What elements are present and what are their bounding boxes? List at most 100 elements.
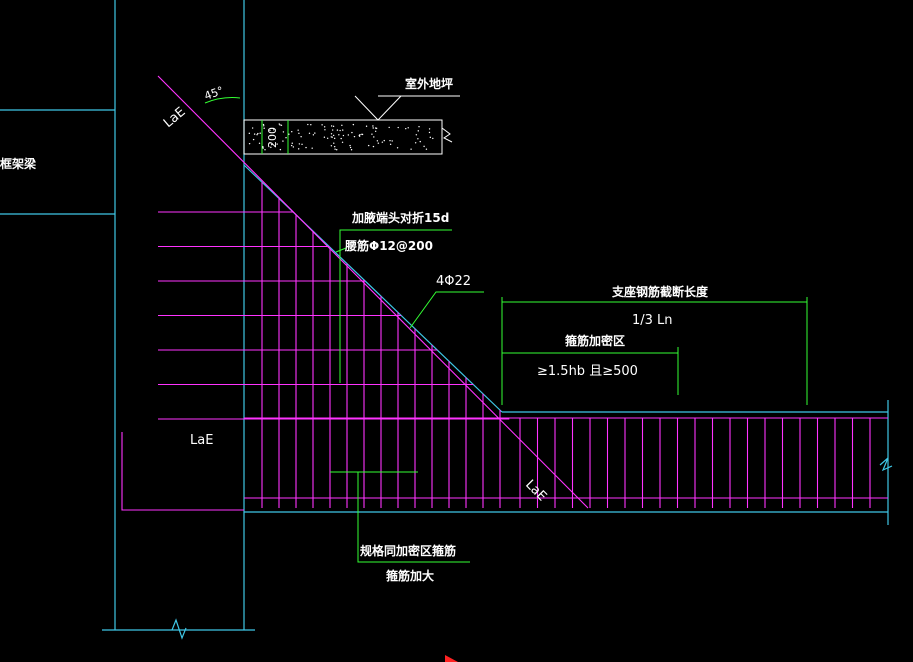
slab-aggregate-dot — [340, 137, 342, 140]
slab-aggregate-dot — [365, 125, 368, 127]
slab-aggregate-dot — [256, 134, 258, 136]
slab-aggregate-dot — [331, 129, 334, 131]
slab-aggregate-dot — [263, 125, 265, 127]
slab-aggregate-dot — [330, 145, 333, 147]
slab-aggregate-dot — [264, 149, 266, 151]
slab-aggregate-dot — [336, 149, 338, 151]
slab-aggregate-dot — [396, 147, 399, 149]
slab-aggregate-dot — [292, 146, 295, 148]
slab-aggregate-dot — [352, 123, 355, 126]
slab-aggregate-dot — [381, 141, 384, 143]
slab-aggregate-dot — [371, 133, 373, 135]
slab-aggregate-dot — [428, 128, 431, 130]
slab-aggregate-dot — [415, 134, 418, 136]
slab-aggregate-dot — [262, 147, 264, 149]
slab-aggregate-dot — [259, 132, 261, 134]
slab-aggregate-dot — [347, 134, 350, 136]
slab-aggregate-dot — [257, 132, 259, 135]
slab-aggregate-dot — [279, 148, 282, 151]
slab-aggregate-dot — [262, 123, 265, 126]
slab-aggregate-dot — [425, 148, 428, 150]
slab-aggregate-dot — [388, 126, 390, 129]
slab-aggregate-dot — [419, 140, 421, 143]
stirrup-dense-value: ≥1.5hb 且≥500 — [537, 364, 638, 379]
slab-aggregate-dot — [339, 129, 341, 132]
slab-aggregate-dot — [297, 148, 300, 150]
slab-aggregate-dot — [332, 134, 335, 137]
slab-aggregate-dot — [341, 124, 343, 127]
slab-aggregate-dot — [432, 137, 434, 140]
rebar-group — [121, 75, 888, 511]
slab-aggregate-dot — [263, 127, 265, 129]
slab-aggregate-dot — [383, 139, 385, 142]
slab-aggregate-dot — [269, 129, 271, 132]
ground-level-label: 室外地坪 — [405, 76, 453, 91]
slab-aggregate-dot — [389, 139, 391, 142]
slab-aggregate-dot — [372, 125, 374, 127]
slab-aggregate-dot — [297, 129, 299, 131]
slab-aggregate-dot — [323, 136, 326, 138]
lae-left-label: LaE — [190, 433, 213, 448]
lae-top-label: LaE — [161, 105, 189, 132]
slab-aggregate-dot — [414, 142, 417, 144]
slab-aggregate-dot — [308, 132, 311, 134]
slab-aggregate-dot — [251, 127, 254, 129]
slab-aggregate-dot — [282, 131, 285, 133]
slab-aggregate-dot — [326, 137, 329, 140]
slab-aggregate-dot — [291, 142, 293, 144]
slab-aggregate-dot — [248, 142, 251, 145]
slab-aggregate-dot — [324, 129, 326, 131]
slab-aggregate-dot — [276, 143, 278, 145]
stirrup-dense-title: 箍筋加密区 — [564, 333, 625, 348]
slab-aggregate-dot — [332, 125, 335, 128]
slab-aggregate-dot — [291, 130, 293, 133]
slab-aggregate-dot — [330, 133, 333, 135]
slab-aggregate-dot — [288, 133, 290, 135]
slab-aggregate-dot — [391, 140, 393, 142]
slab-aggregate-dot — [321, 124, 323, 126]
slab-aggregate-dot — [301, 143, 303, 146]
support-cut-value: 1/3 Ln — [632, 313, 673, 328]
slab-aggregate-dot — [349, 146, 352, 149]
slab-thickness-label: 200 — [266, 127, 279, 148]
slab-aggregate-dot — [342, 129, 344, 131]
slab-aggregate-dot — [330, 136, 332, 138]
slab-aggregate-dot — [353, 135, 356, 138]
slab-aggregate-dot — [372, 127, 374, 129]
slab-aggregate-dot — [290, 144, 293, 147]
slab-aggregate-dot — [417, 138, 419, 140]
slab-aggregate-dot — [311, 147, 313, 149]
slab-aggregate-dot — [285, 137, 287, 139]
slab-aggregate-dot — [307, 123, 309, 126]
slab-aggregate-dot — [314, 132, 316, 134]
slab-aggregate-dot — [334, 148, 336, 150]
slab-aggregate-dot — [271, 143, 273, 146]
slab-aggregate-dot — [330, 125, 333, 127]
slab-aggregate-dot — [349, 144, 351, 147]
slab-aggregate-dot — [270, 146, 272, 149]
hoop-note-2: 腰筋Φ12@200 — [344, 238, 433, 253]
slab-aggregate-dot — [278, 123, 280, 125]
ground-slab — [243, 95, 460, 155]
slab-aggregate-dot — [270, 134, 272, 137]
slab-aggregate-dot — [323, 126, 326, 128]
slab-aggregate-dot — [389, 143, 392, 146]
slab-aggregate-dot — [333, 142, 335, 144]
slab-aggregate-dot — [367, 144, 370, 147]
slab-aggregate-dot — [300, 135, 302, 138]
slab-aggregate-dot — [417, 130, 419, 132]
slab-aggregate-dot — [338, 134, 340, 136]
slab-aggregate-dot — [333, 145, 336, 148]
dimension-lines — [204, 97, 808, 563]
slab-aggregate-dot — [351, 131, 353, 134]
hoop-note-1: 加腋端头对折15d — [351, 210, 449, 225]
slab-aggregate-dot — [410, 148, 412, 150]
bottom-note-1: 规格同加密区箍筋 — [360, 543, 456, 558]
slab-aggregate-dot — [261, 146, 264, 148]
slab-aggregate-dot — [358, 135, 361, 137]
slab-aggregate-dot — [273, 129, 275, 131]
angle-label: 45° — [203, 84, 226, 103]
rebar-diag-label: 4Φ22 — [436, 274, 471, 289]
slab-aggregate-dot — [310, 124, 312, 126]
